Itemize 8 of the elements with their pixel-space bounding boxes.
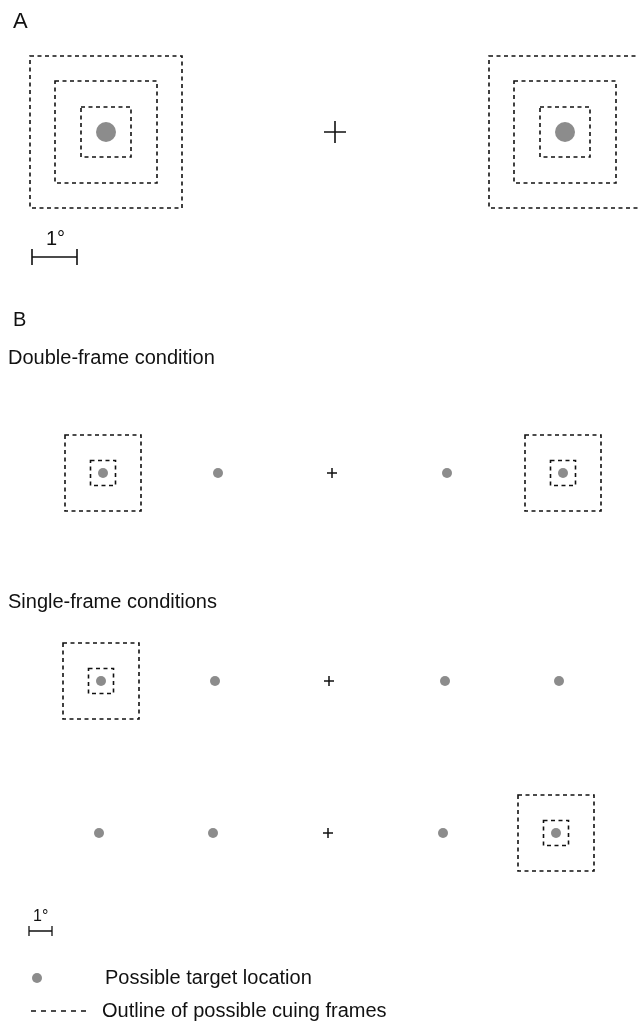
condition-heading: Single-frame conditions (8, 591, 217, 611)
legend-label: Outline of possible cuing frames (102, 1000, 387, 1020)
scale-label: 1° (33, 908, 49, 924)
panel-label: A (13, 10, 28, 32)
legend-label: Possible target location (105, 967, 312, 987)
panel-label: B (13, 309, 27, 329)
scale-label: 1° (46, 228, 66, 248)
condition-heading: Double-frame condition (8, 347, 215, 367)
